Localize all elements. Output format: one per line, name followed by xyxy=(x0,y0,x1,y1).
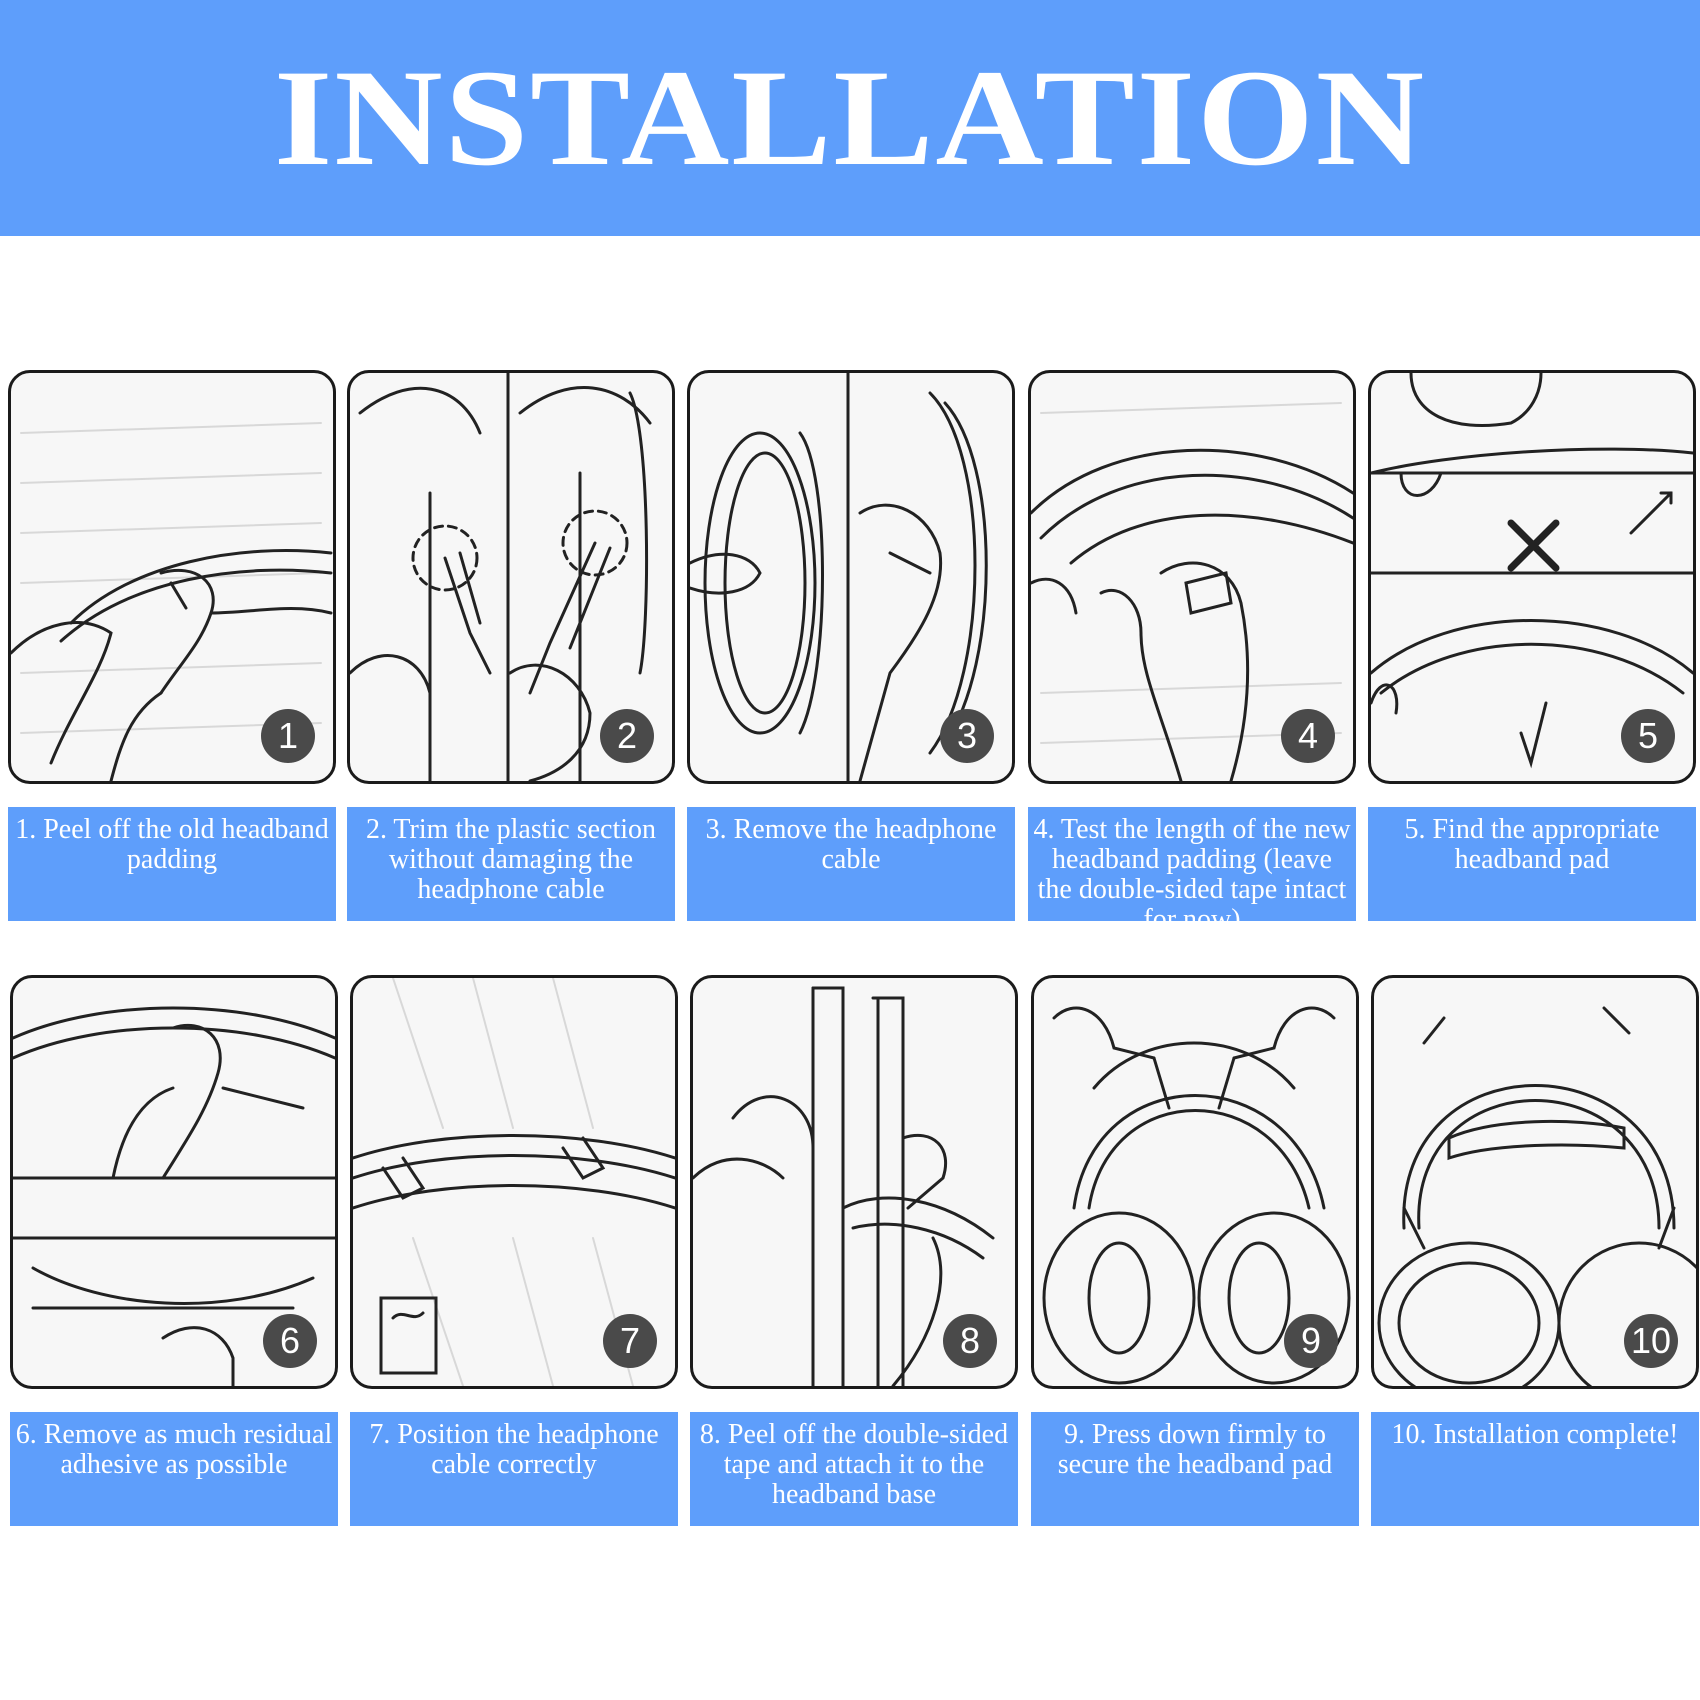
step-number-badge: 1 xyxy=(261,709,315,763)
step-caption: 5. Find the appropriate headband pad xyxy=(1368,807,1696,921)
step-number-badge: 7 xyxy=(603,1314,657,1368)
step-number-badge: 4 xyxy=(1281,709,1335,763)
hand-testing-padding-illustration xyxy=(1031,402,1353,781)
step-7-panel: 7 xyxy=(350,975,678,1389)
step-1-panel: 1 xyxy=(8,370,336,784)
step-8-panel: 8 xyxy=(690,975,1018,1389)
page-title: INSTALLATION xyxy=(273,41,1427,195)
step-4-panel: 4 xyxy=(1028,370,1356,784)
step-number-badge: 9 xyxy=(1284,1314,1338,1368)
step-3-panel: 3 xyxy=(687,370,1015,784)
step-number-badge: 5 xyxy=(1621,709,1675,763)
step-caption: 4. Test the length of the new headband p… xyxy=(1028,807,1356,935)
step-number-badge: 2 xyxy=(600,709,654,763)
step-caption: 10. Installation complete! xyxy=(1371,1412,1699,1526)
step-6-panel: 6 xyxy=(10,975,338,1389)
step-9-panel: 9 xyxy=(1031,975,1359,1389)
header-banner: INSTALLATION xyxy=(0,0,1700,236)
step-10-panel: 10 xyxy=(1371,975,1699,1389)
step-caption: 8. Peel off the double-sided tape and at… xyxy=(690,1412,1018,1526)
hand-removing-adhesive-illustration xyxy=(13,1006,335,1386)
hand-peeling-tape-illustration xyxy=(693,986,995,1386)
step-caption: 2. Trim the plastic section without dama… xyxy=(347,807,675,921)
hand-removing-cable-illustration xyxy=(690,373,988,781)
step-caption: 7. Position the headphone cable correctl… xyxy=(350,1412,678,1526)
step-5-panel: 5 xyxy=(1368,370,1696,784)
step-number-badge: 8 xyxy=(943,1314,997,1368)
step-number-badge: 10 xyxy=(1624,1314,1678,1368)
pliers-trimming-illustration xyxy=(350,373,652,781)
step-number-badge: 6 xyxy=(263,1314,317,1368)
step-number-badge: 3 xyxy=(940,709,994,763)
step-caption: 3. Remove the headphone cable xyxy=(687,807,1015,921)
cross-and-check-illustration xyxy=(1371,373,1693,769)
step-caption: 6. Remove as much residual adhesive as p… xyxy=(10,1412,338,1526)
step-caption: 9. Press down firmly to secure the headb… xyxy=(1031,1412,1359,1526)
step-2-panel: 2 xyxy=(347,370,675,784)
completed-headphones-illustration xyxy=(1377,1006,1696,1386)
step-caption: 1. Peel off the old headband padding xyxy=(8,807,336,921)
hands-pressing-headband-illustration xyxy=(1042,1006,1351,1385)
